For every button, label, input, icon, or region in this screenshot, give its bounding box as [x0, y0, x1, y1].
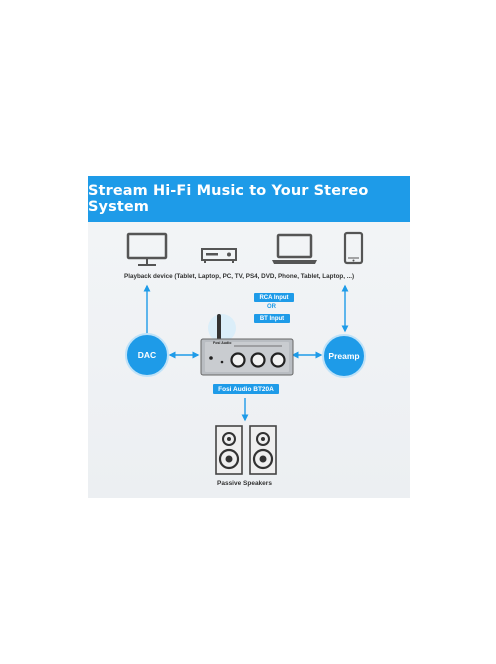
dvd-player-icon [201, 248, 237, 263]
connection-arrows [143, 284, 349, 422]
phone-icon [343, 231, 364, 265]
speaker-icon [215, 425, 277, 475]
amp-brand: Fosi Audio [213, 341, 232, 345]
laptop-icon [272, 233, 317, 264]
banner-title: Stream Hi-Fi Music to Your Stereo System [88, 176, 410, 222]
speakers-label: Passive Speakers [217, 480, 272, 487]
amp-label: Fosi Audio BT20A [213, 384, 279, 394]
playback-label: Playback device (Tablet, Laptop, PC, TV,… [124, 273, 355, 280]
or-label: OR [267, 304, 276, 310]
dac-node: DAC [125, 333, 169, 377]
monitor-icon [126, 232, 168, 266]
amplifier-icon [200, 314, 294, 376]
bt-input-badge: BT Input [254, 314, 290, 323]
preamp-node: Preamp [322, 334, 366, 378]
rca-input-badge: RCA Input [254, 293, 294, 302]
